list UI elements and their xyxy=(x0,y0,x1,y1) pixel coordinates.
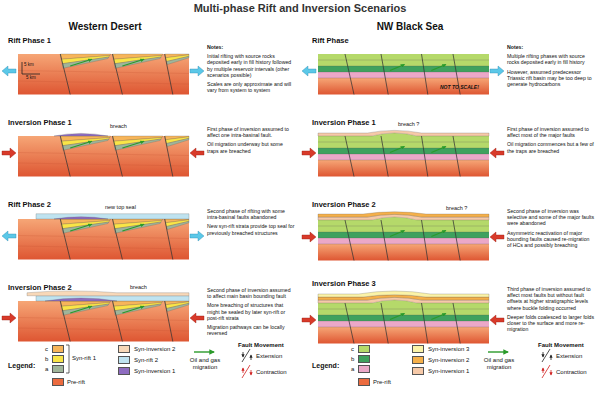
legend-text: Pre-rift xyxy=(373,378,391,386)
notes-column: First phase of inversion assumed to affe… xyxy=(207,126,295,154)
legend-swatch xyxy=(358,365,370,373)
note-text: First phase of inversion assumed to affe… xyxy=(507,126,595,138)
legend-text: Extension xyxy=(256,352,282,360)
note-text: More breaching of structures that might … xyxy=(207,302,295,321)
legend-text: a xyxy=(351,365,354,373)
legend-text: Oil and gas migration xyxy=(182,357,228,371)
legend-swatch xyxy=(412,367,424,375)
legend-text: Syn-rift 2 xyxy=(134,356,158,364)
legend-text: Syn-inversion 2 xyxy=(134,345,175,353)
legend-swatch xyxy=(412,345,424,353)
note-text: First phase of inversion assumed to affe… xyxy=(207,126,295,138)
legend-swatch xyxy=(52,355,64,363)
callout-label: breach xyxy=(110,123,127,129)
notes-column: Notes: Multiple rifting phases with sourc… xyxy=(507,44,595,87)
callout-label: breach ? xyxy=(446,205,467,211)
legend-swatch xyxy=(118,356,130,364)
legend-text: Syn-inversion 2 xyxy=(428,356,469,364)
notes-heading: Notes: xyxy=(507,44,595,50)
note-text: Second phase of inversion was selective … xyxy=(507,208,595,227)
legend-subheading: Fault Movement xyxy=(238,342,284,349)
notes-column: Second phase of inversion was selective … xyxy=(507,208,595,248)
panel-heading: Western Desert xyxy=(5,21,205,33)
notes-column: Third phase of inversion assumed to affe… xyxy=(507,286,595,333)
legend-swatch xyxy=(412,356,424,364)
note-text: Third phase of inversion assumed to affe… xyxy=(507,286,595,311)
notes-column: Second phase of rifting with some intra-… xyxy=(207,208,295,236)
scale-label: 5 km xyxy=(24,62,34,67)
note-text: Deeper folds coalesced to larger folds c… xyxy=(507,314,595,333)
legend-subheading: Fault Movement xyxy=(538,342,584,349)
legend-text: Contraction xyxy=(256,368,287,376)
legend-text: c xyxy=(45,345,48,353)
section-heading: Inversion Phase 2 xyxy=(8,284,72,293)
legend-text: c xyxy=(351,345,354,353)
title: Multi-phase Rift and Inversion Scenarios xyxy=(0,2,600,15)
section-heading: Rift Phase xyxy=(312,37,349,46)
scale-label: 5 km xyxy=(26,75,36,80)
legend-swatch xyxy=(118,345,130,353)
legend-swatch xyxy=(358,355,370,363)
note-text: However, assumed predecessor Triassic ri… xyxy=(507,69,595,88)
legend-text: a xyxy=(45,365,48,373)
legend-heading: Legend: xyxy=(312,362,339,370)
callout-label: breach xyxy=(130,284,147,290)
legend-text: Extension xyxy=(556,352,582,360)
note-text: Initial rifting with source rocks deposi… xyxy=(207,53,295,78)
bracket-label: Syn-rift 1 xyxy=(72,355,96,362)
notes-column: First phase of inversion assumed to affe… xyxy=(507,126,595,154)
note-text: Second phase of rifting with some intra-… xyxy=(207,208,295,220)
legend-text: Syn-inversion 1 xyxy=(428,367,469,375)
section-heading: Inversion Phase 1 xyxy=(312,119,376,128)
note-text: Asymmetric reactivation of major boundin… xyxy=(507,230,595,249)
section-heading: Rift Phase 1 xyxy=(8,37,51,46)
note-text: Scales are only approximate and will var… xyxy=(207,81,295,93)
legend-swatch xyxy=(52,378,64,386)
section-heading: Rift Phase 2 xyxy=(8,201,51,210)
legend-swatch xyxy=(52,345,64,353)
notes-heading: Notes: xyxy=(207,44,295,50)
legend-text: Pre-rift xyxy=(67,378,85,386)
callout-label: breach ? xyxy=(398,121,419,127)
legend-swatch xyxy=(118,367,130,375)
legend-heading: Legend: xyxy=(8,362,35,370)
legend-text: Contraction xyxy=(556,368,587,376)
section-heading: Inversion Phase 3 xyxy=(312,280,376,289)
note-text: Multiple rifting phases with source rock… xyxy=(507,53,595,65)
callout-label: new top seal xyxy=(105,204,136,210)
legend-text: Syn-inversion 1 xyxy=(134,367,175,375)
note-text: Second phase of inversion assumed to aff… xyxy=(207,287,295,299)
legend-swatch xyxy=(358,378,370,386)
note-text: Oil migration commences but a few of the… xyxy=(507,141,595,153)
legend-text: b xyxy=(351,355,354,363)
note-text: Migration pathways can be locally revers… xyxy=(207,324,295,336)
legend-swatch xyxy=(52,365,64,373)
notes-column: Second phase of inversion assumed to aff… xyxy=(207,287,295,337)
notes-column: Notes: Initial rifting with source rocks … xyxy=(207,44,295,94)
note-text: New syn-rift strata provide top seal for… xyxy=(207,223,295,235)
note-text: Oil migration underway but some traps ar… xyxy=(207,141,295,153)
section-heading: Inversion Phase 1 xyxy=(8,119,72,128)
legend-text: b xyxy=(45,355,48,363)
panel-heading: NW Black Sea xyxy=(310,21,510,33)
section-heading: Inversion Phase 2 xyxy=(312,201,376,210)
watermark-label: NOT TO SCALE! xyxy=(440,85,479,91)
legend-text: Syn-inversion 3 xyxy=(428,345,469,353)
legend-text: Oil and gas migration xyxy=(476,357,522,371)
legend-swatch xyxy=(358,345,370,353)
